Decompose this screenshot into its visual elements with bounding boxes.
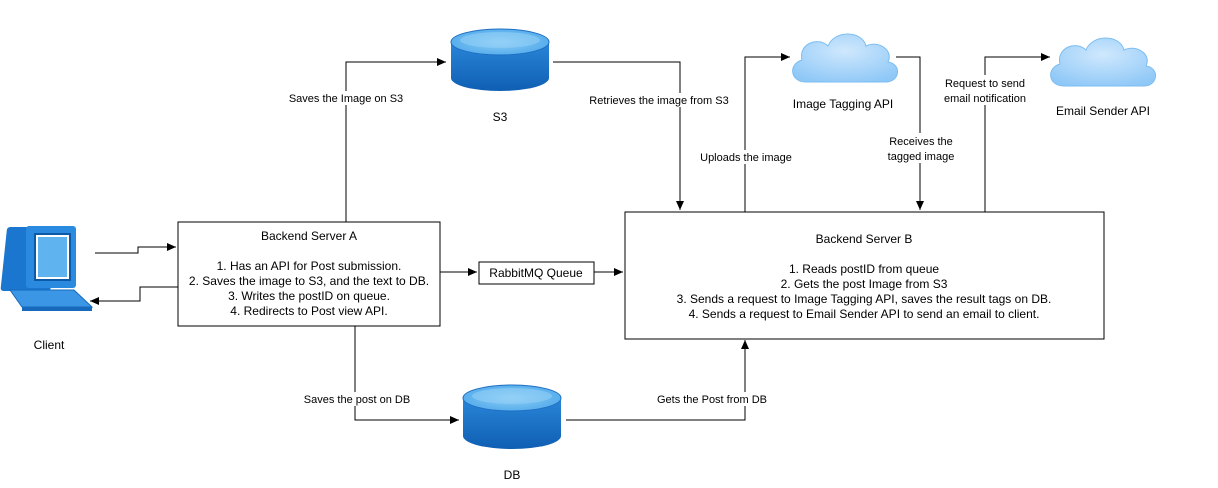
server-b-line-4: 4. Sends a request to Email Sender API t… (689, 307, 1040, 321)
edge-server-b-to-image-tagging (744, 53, 790, 212)
server-a-line-3: 3. Writes the postID on queue. (228, 289, 390, 303)
edges (90, 53, 1050, 424)
queue-node: RabbitMQ Queue (478, 261, 595, 285)
edge-server-b-to-email-sender (984, 53, 1050, 212)
laptop-icon (0, 226, 94, 311)
db-label: DB (504, 468, 521, 482)
s3-node: S3 (450, 28, 550, 124)
database-cylinder-icon (462, 384, 562, 449)
edge-server-a-to-s3 (345, 58, 446, 222)
client-node: Client (0, 226, 94, 352)
db-node: DB (462, 384, 562, 482)
image-tagging-label: Image Tagging API (793, 97, 894, 111)
label-saves-image-on-s3: Saves the Image on S3 (289, 93, 403, 105)
server-a-line-4: 4. Redirects to Post view API. (230, 304, 387, 318)
database-cylinder-icon (450, 28, 550, 91)
server-a-line-2: 2. Saves the image to S3, and the text t… (189, 274, 429, 288)
image-tagging-node: Image Tagging API (792, 33, 898, 111)
email-sender-label: Email Sender API (1056, 104, 1150, 118)
label-saves-post-on-db: Saves the post on DB (304, 394, 410, 406)
label-receives-tagged-image-line2: tagged image (888, 151, 955, 163)
edge-server-a-to-client (90, 286, 178, 305)
server-a-node: Backend Server A 1. Has an API for Post … (177, 221, 441, 327)
server-b-node: Backend Server B 1. Reads postID from qu… (624, 211, 1105, 340)
edge-labels: Saves the Image on S3 Retrieves the imag… (283, 75, 1032, 406)
label-uploads-the-image: Uploads the image (700, 152, 792, 164)
edge-server-a-to-db (354, 326, 459, 424)
label-retrieves-image-from-s3: Retrieves the image from S3 (589, 95, 728, 107)
cloud-icon (1050, 37, 1156, 87)
server-b-line-1: 1. Reads postID from queue (789, 262, 939, 276)
label-gets-post-from-db: Gets the Post from DB (657, 394, 767, 406)
server-b-line-2: 2. Gets the post Image from S3 (781, 277, 948, 291)
cloud-icon (792, 33, 898, 83)
queue-label: RabbitMQ Queue (489, 266, 583, 280)
server-a-title: Backend Server A (261, 229, 357, 243)
edge-client-to-server-a (95, 243, 176, 254)
label-request-email-line1: Request to send (945, 78, 1025, 90)
edge-s3-to-server-b (553, 61, 684, 210)
client-label: Client (34, 338, 65, 352)
server-b-title: Backend Server B (816, 232, 913, 246)
email-sender-node: Email Sender API (1050, 37, 1156, 118)
server-a-line-1: 1. Has an API for Post submission. (217, 259, 402, 273)
edge-db-to-server-b (566, 340, 749, 421)
s3-label: S3 (493, 110, 508, 124)
label-request-email-line2: email notification (944, 93, 1026, 105)
label-receives-tagged-image-line1: Receives the (889, 136, 953, 148)
server-b-line-3: 3. Sends a request to Image Tagging API,… (677, 292, 1052, 306)
